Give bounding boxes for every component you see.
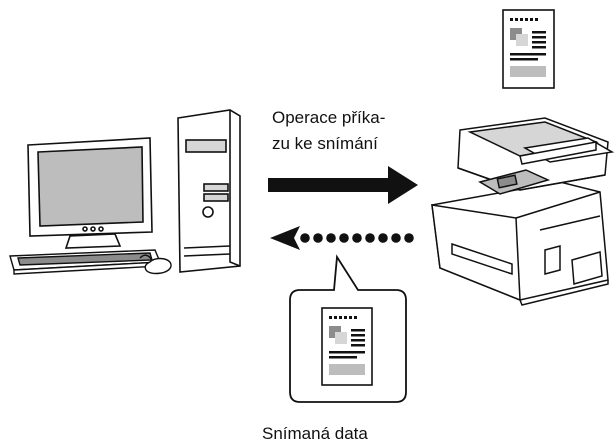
document-icon [321,307,373,386]
document-icon [502,9,555,89]
arrow-right [268,166,418,204]
tower-icon [177,109,241,273]
dotted-arrow-left [270,226,414,250]
mfp-printer-icon [431,117,614,306]
keyboard-icon [9,249,162,275]
scan-command-label: Operace příka- zu ke snímání [272,105,422,157]
scanned-data-label: Snímaná data [262,424,368,443]
monitor-icon [27,137,153,249]
mouse-icon [139,254,172,275]
scan-command-line-1: Operace příka- [272,108,386,127]
scan-command-line-2: zu ke snímání [272,134,378,153]
speech-bubble [289,254,407,403]
